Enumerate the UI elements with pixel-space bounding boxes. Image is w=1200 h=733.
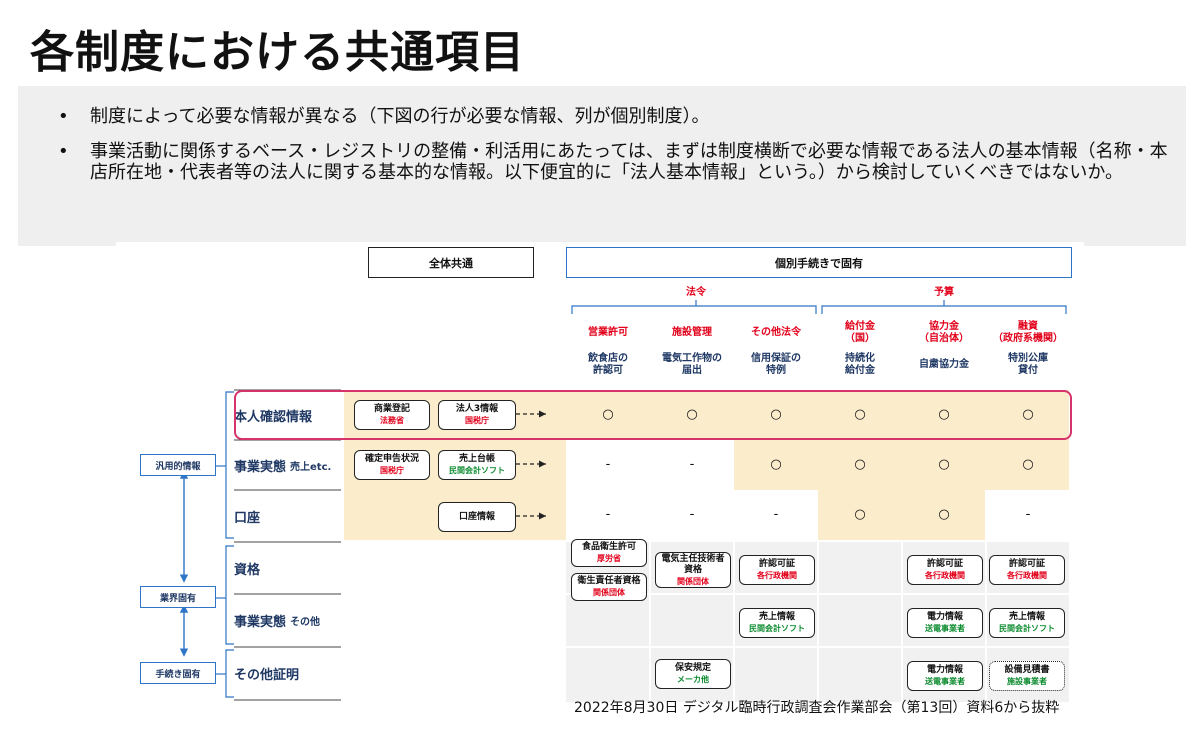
box-tax-return-status: 確定申告状況国税庁 bbox=[354, 450, 430, 480]
procedure-1: 飲食店の 許認可 bbox=[588, 353, 628, 376]
box-hygiene-manager-qual: 衛生責任者資格関係団体 bbox=[571, 573, 647, 601]
bullet-text: 制度によって必要な情報が異なる（下図の行が必要な情報、列が個別制度）。 bbox=[90, 106, 710, 127]
row-label-qualification: 資格 bbox=[234, 562, 261, 578]
box-equipment-estimate: 設備見積書施設事業者 bbox=[989, 661, 1065, 691]
box-food-hygiene-permit: 食品衛生許可厚労省 bbox=[571, 539, 647, 567]
category-6: 融資（政府系機関） bbox=[993, 321, 1063, 344]
comparison-figure: 全体共通 個別手続きで固有 法令 予算 営業許可 施設管理 その他法令 給付金（… bbox=[116, 242, 1084, 720]
box-sales-info-c6: 売上情報民間会計ソフト bbox=[989, 608, 1065, 638]
mark-r1-c1: ○ bbox=[602, 407, 614, 422]
box-commercial-registry: 商業登記法務省 bbox=[354, 400, 430, 430]
individual-bg-row1 bbox=[566, 390, 1069, 440]
mark-r2-c3: ○ bbox=[770, 457, 782, 472]
box-sales-ledger: 売上台帳民間会計ソフト bbox=[438, 450, 516, 480]
row-label-other-cert: その他証明 bbox=[234, 668, 300, 683]
bullet-mark: • bbox=[58, 106, 69, 127]
row-label-business-other: 事業実態その他 bbox=[234, 615, 321, 630]
category-1: 営業許可 bbox=[588, 327, 628, 338]
mark-r2-c1: - bbox=[605, 457, 611, 472]
row-label-account: 口座 bbox=[234, 510, 261, 526]
procedure-4: 持続化 給付金 bbox=[845, 353, 875, 376]
box-license-c3: 許認可証各行政機関 bbox=[739, 555, 815, 585]
category-2: 施設管理 bbox=[672, 327, 712, 338]
procedure-3: 信用保証の 特例 bbox=[751, 353, 801, 376]
box-electrical-engineer-qual: 電気主任技術者 資格関係団体 bbox=[655, 552, 731, 588]
category-3: その他法令 bbox=[751, 327, 801, 338]
box-license-c5: 許認可証各行政機関 bbox=[907, 555, 983, 585]
side-industry-specific: 業界固有 bbox=[140, 586, 216, 608]
mark-r1-c4: ○ bbox=[854, 407, 866, 422]
category-4: 給付金（国） bbox=[845, 321, 875, 344]
procedure-5: 自粛協力金 bbox=[919, 359, 969, 370]
mark-r1-c2: ○ bbox=[686, 407, 698, 422]
bullet-panel: • 制度によって必要な情報が異なる（下図の行が必要な情報、列が個別制度）。 • … bbox=[18, 86, 1186, 246]
bullet-mark: • bbox=[58, 141, 69, 162]
mark-r3-c5: ○ bbox=[938, 507, 950, 522]
side-procedure-specific: 手続き固有 bbox=[140, 662, 216, 684]
mark-r2-c2: - bbox=[689, 457, 695, 472]
category-5: 協力金（自治体） bbox=[919, 321, 969, 344]
box-account-info: 口座情報 bbox=[438, 502, 516, 532]
page-title: 各制度における共通項目 bbox=[30, 27, 525, 78]
box-sales-info-c3: 売上情報民間会計ソフト bbox=[739, 608, 815, 638]
box-corporate-3-info: 法人3情報国税庁 bbox=[438, 400, 516, 430]
bracket-lines bbox=[571, 300, 1067, 314]
mark-r3-c6: - bbox=[1025, 507, 1031, 522]
highlight-identity-row bbox=[234, 390, 1072, 440]
row-label-identity: 本人確認情報 bbox=[234, 409, 313, 425]
mark-r2-c4: ○ bbox=[854, 457, 866, 472]
individual-bg-row2 bbox=[734, 440, 1069, 490]
group-law-label: 法令 bbox=[686, 287, 706, 298]
mark-r2-c6: ○ bbox=[1022, 457, 1034, 472]
mark-r3-c2: - bbox=[689, 507, 695, 522]
box-license-c6: 許認可証各行政機関 bbox=[989, 555, 1065, 585]
mark-r2-c5: ○ bbox=[938, 457, 950, 472]
bullet-item: • 制度によって必要な情報が異なる（下図の行が必要な情報、列が個別制度）。 bbox=[58, 106, 1186, 127]
source-caption: 2022年8月30日 デジタル臨時行政調査会作業部会（第13回）資料6から抜粋 bbox=[574, 700, 1060, 716]
mark-r3-c1: - bbox=[605, 507, 611, 522]
box-safety-regulation: 保安規定メーカ他 bbox=[655, 659, 731, 689]
mark-r3-c4: ○ bbox=[854, 507, 866, 522]
individual-header: 個別手続きで固有 bbox=[566, 247, 1072, 278]
procedure-6: 特別公庫 貸付 bbox=[1008, 353, 1048, 376]
bullet-text: 事業活動に関係するベース・レジストリの整備・利活用にあたっては、まずは制度横断で… bbox=[90, 141, 1168, 183]
bullet-item: • 事業活動に関係するベース・レジストリの整備・利活用にあたっては、まずは制度横… bbox=[58, 141, 1186, 183]
individual-bg-row3 bbox=[818, 490, 985, 540]
mark-r1-c3: ○ bbox=[770, 407, 782, 422]
side-general-info: 汎用的情報 bbox=[140, 454, 216, 476]
box-power-info-c5b: 電力情報送電事業者 bbox=[907, 661, 983, 691]
mark-r1-c6: ○ bbox=[1022, 407, 1034, 422]
common-header: 全体共通 bbox=[368, 247, 534, 278]
procedure-2: 電気工作物の 届出 bbox=[662, 353, 722, 376]
box-power-info-c5: 電力情報送電事業者 bbox=[907, 608, 983, 638]
row-label-business-sales: 事業実態売上etc. bbox=[234, 459, 332, 475]
mark-r1-c5: ○ bbox=[938, 407, 950, 422]
group-budget-label: 予算 bbox=[934, 287, 954, 298]
mark-r3-c3: - bbox=[773, 507, 779, 522]
